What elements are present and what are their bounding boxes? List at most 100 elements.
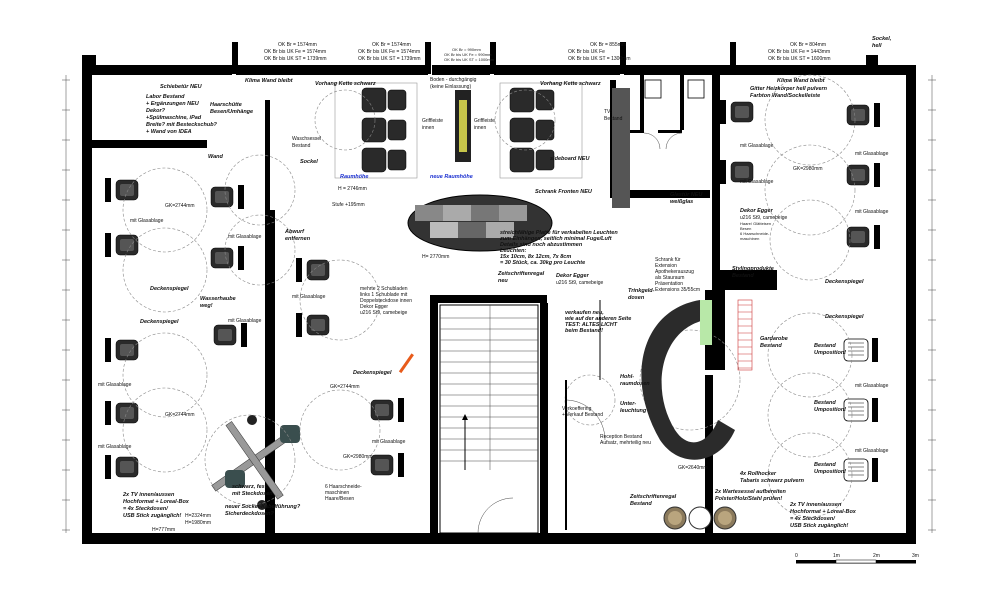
label-mehrte-2: Doppelsteckdose innen [360, 298, 412, 304]
label-abwurf-1: entfernen [285, 236, 311, 242]
work-zone [224, 154, 296, 226]
label-zeit-bottom-0: Zeitschriftenregal [629, 494, 677, 500]
label-deckenspiegel-r2: Deckenspiegel [825, 314, 864, 320]
label-dekor-right-1: u216 St9, camebeige [740, 215, 787, 221]
label-raumhoehe: Raumhöhe [340, 174, 368, 180]
label-mehrte-4: u216 St9, camebeige [360, 310, 407, 316]
label-wasserhaube-0: Wasserhaube [200, 296, 236, 302]
label-streich-2: Details sind noch abzustimmen [500, 242, 583, 248]
label-labor-5: + Wand von IDEA [146, 129, 192, 135]
label-griff1-0: Griffleiste [422, 118, 443, 124]
label-zeit-bottom-1: Bestand [630, 501, 652, 507]
chair-seat [735, 106, 749, 118]
mirror-counter [105, 233, 111, 257]
gardarobe [737, 299, 753, 371]
wash-chair [509, 147, 535, 173]
label-trinkgeld-1: dosen [628, 295, 645, 301]
label-streich-1: zum Einhängen, seitlich minimal Fuge/Luf… [499, 236, 613, 242]
stool [247, 415, 257, 425]
label-styling-0: Stylingprodukte [732, 266, 774, 272]
label-tv-right-0: 2x TV innen/aussen [789, 502, 842, 508]
label-schrank-2: Apothekerauszug [655, 269, 694, 275]
chair-seat [120, 239, 134, 251]
label-stufe: Stufe +195mm [332, 202, 365, 208]
mirror-counter [105, 338, 111, 362]
label-gitter-1: Farbton Wand/Sockelleiste [750, 93, 820, 99]
label-deckenspiegel-m: Deckenspiegel [353, 370, 392, 376]
label-tv-0: TV: [604, 109, 612, 115]
label-glasablage-l1: mit Glasablage [130, 218, 164, 224]
label-glasablage-r3: mit Glasablage [740, 179, 774, 185]
label-boden-0: Boden - durchgängig [430, 77, 477, 83]
label-mehrte-3: Dekor Egger [360, 304, 388, 310]
label-glasablage-r4: mit Glasablage [855, 209, 889, 215]
mirror-counter [874, 225, 880, 249]
work-zone [767, 432, 853, 518]
label-umpos2-1: Umposition! [814, 407, 846, 413]
double-counter-cross [225, 421, 284, 500]
label-deckenspiegel-l2: Deckenspiegel [140, 319, 179, 325]
mirror-counter [720, 160, 726, 184]
scale-bar: 0 1m 2m 3m [795, 553, 919, 564]
scale-1m: 1m [833, 553, 840, 559]
label-dekor-right-2: Haare/ Glätteisen [740, 221, 771, 226]
dimension-lines [62, 75, 936, 533]
label-schrank-3: als Stauraum [655, 275, 684, 281]
note-r2-1: OK Br = 804mm [790, 42, 826, 48]
label-h777: H=777mm [152, 527, 175, 533]
label-haarschuette-0: Haarschütte [210, 102, 242, 108]
wash-basin [535, 149, 555, 171]
label-dekor-right-5: maschinen [740, 236, 759, 241]
label-haar6-1: maschinen [325, 490, 349, 496]
wash-basin [535, 119, 555, 141]
label-sideboard: sideboard NEU [550, 156, 590, 162]
label-glasablage-r2: mit Glasablage [855, 151, 889, 157]
label-trinkgeld-0: Trinkgeld- [628, 288, 655, 294]
label-griff2-1: innen [474, 125, 486, 131]
label-umpos2-0: Bestand [814, 400, 836, 406]
wash-stations [334, 82, 630, 208]
label-glasablage-m2: mit Glasablage [372, 439, 406, 445]
label-warte-1: Polster/Holz/Stahl prüfen! [715, 496, 782, 502]
label-hohl-1: raumdosen [620, 381, 650, 387]
wash-chair [361, 117, 387, 143]
work-zone [122, 167, 208, 253]
wash-basin [535, 89, 555, 111]
work-zone [564, 374, 616, 426]
mirror-counter [872, 398, 878, 422]
label-h2770: H= 2770mm [422, 254, 449, 260]
label-schrank-1: Extension [655, 263, 677, 269]
label-glasablage-l5: mit Glasablage [98, 444, 132, 450]
label-glastuer-0: Glastür NEU [670, 192, 703, 198]
label-vorhang-right: Vorhang Kette schwarz [540, 81, 601, 87]
label-schrank-fronten: Schrank Fronten NEU [535, 189, 593, 195]
staircase [439, 304, 539, 534]
label-deckenspiegel-l: Deckenspiegel [150, 286, 189, 292]
note-r1-2: OK Br bis UK Fe [568, 49, 605, 55]
label-verko-0: Verkoeffering [562, 406, 592, 412]
note-r1-3: OK Br bis UK ST = 1300mm [568, 56, 631, 62]
mirror-counter [238, 185, 244, 209]
mirror-counter [105, 455, 111, 479]
label-gk2744-left: GK=2744mm [165, 203, 195, 209]
work-zone [122, 332, 208, 418]
label-schwarz-0: schwarz, fest, [232, 484, 269, 490]
wash-basin [387, 149, 407, 171]
label-dekor-right-3: Besen [740, 226, 751, 231]
chair-seat [375, 459, 389, 471]
work-zone [767, 312, 853, 398]
label-h2746: H = 2746mm [338, 186, 367, 192]
label-verkaufen-3: beim Bestand! [565, 328, 603, 334]
label-neuer-sockel-0: neuer Sockel-Kabelführung? [225, 504, 301, 510]
label-rollhocker-1: Tabaris schwarz pulvern [740, 478, 805, 484]
label-labor-4: Breite? mit Besteckschub? [146, 122, 218, 128]
label-streich-0: streichfähige Platte für verkabelten Leu… [500, 230, 618, 236]
orange-marker [398, 353, 414, 374]
label-glastuer-1: weißglas [670, 199, 693, 205]
note-left-2: OK Br bis UK Fe = 1574mm [264, 49, 326, 55]
label-mehrte-1: links 1 Schublade mit [360, 292, 408, 298]
label-gardarobe-0: Gardarobe [760, 336, 788, 342]
label-reception-0: Reception Bestand [600, 434, 642, 440]
label-zeit-top-0: Zeitschriftenregal [497, 271, 545, 277]
